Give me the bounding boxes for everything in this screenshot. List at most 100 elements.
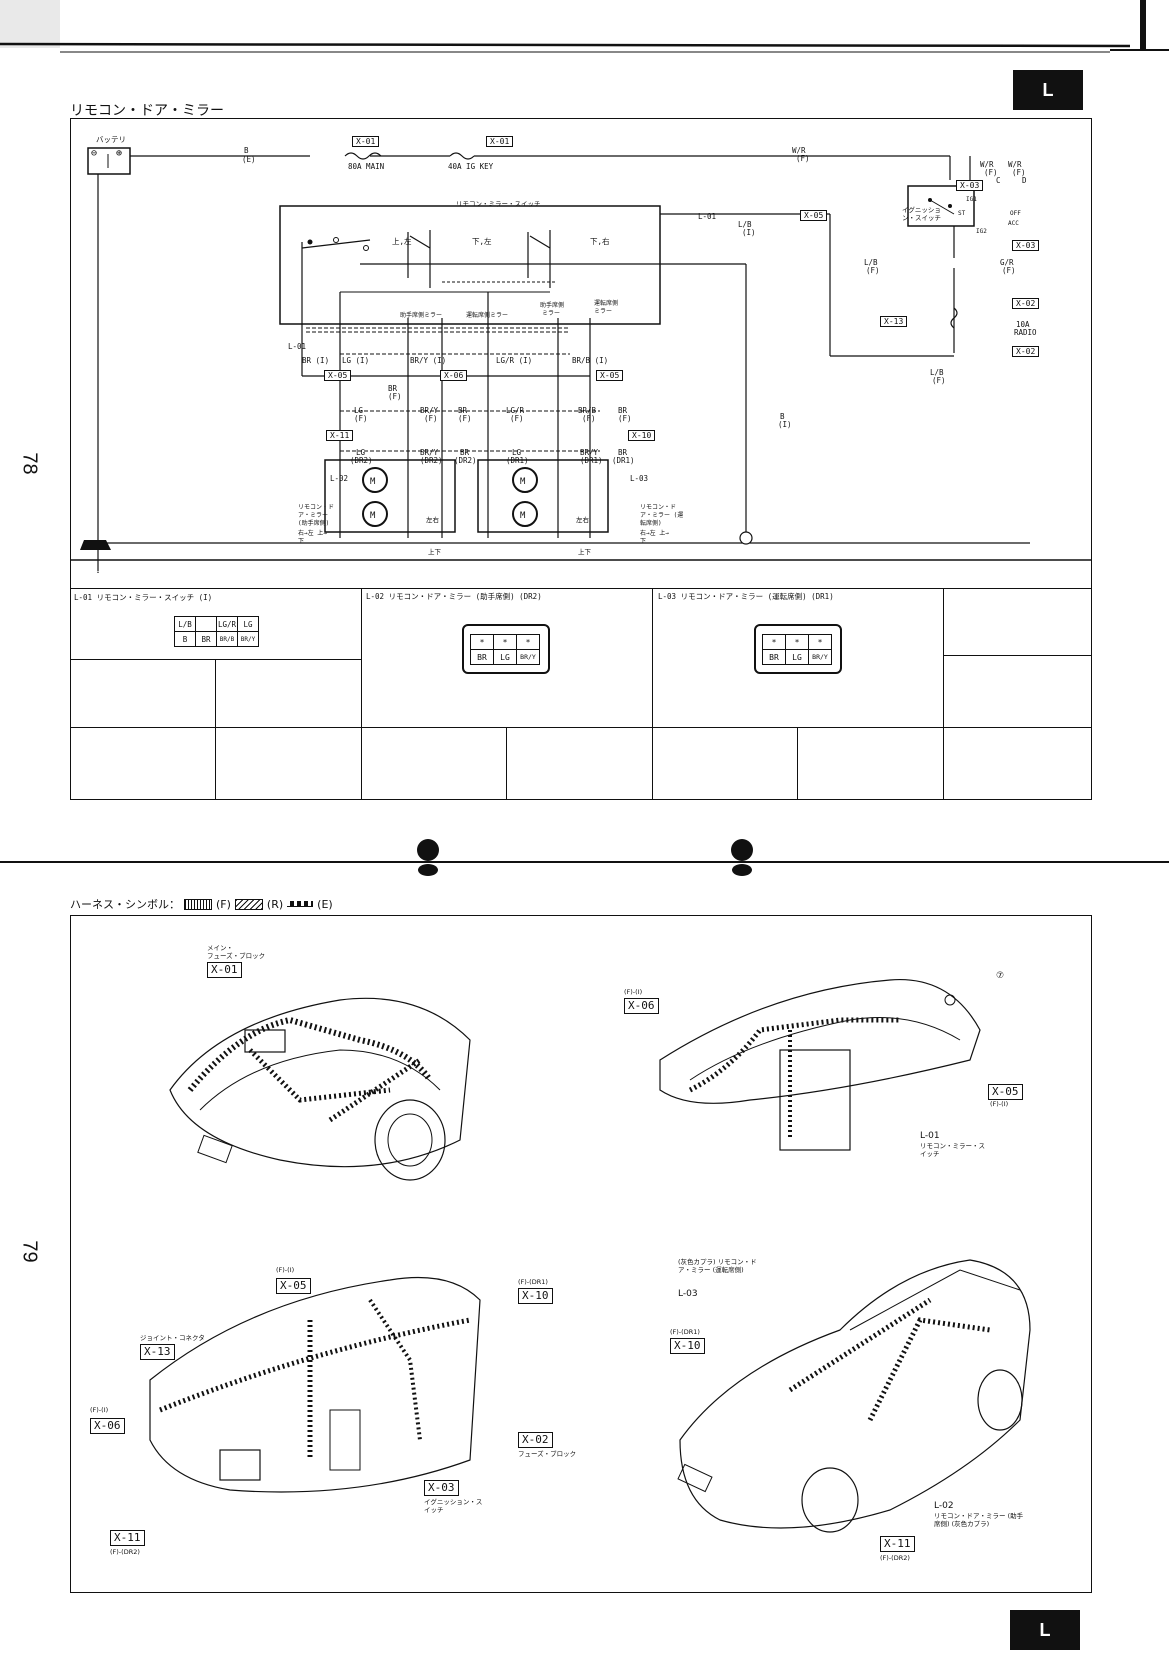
x06-box: X-06: [440, 370, 468, 381]
w-lgr-f: (F): [510, 414, 524, 423]
page-number-79: 79: [18, 1240, 41, 1263]
switch-name: リモコン・ミラー・スイッチ: [456, 200, 541, 208]
sw-up-left: 上,左: [392, 237, 412, 246]
wire-lb-3: L/B: [930, 368, 944, 377]
ground-car-icon: [80, 540, 111, 550]
ign-name: イグニッション・スイッチ: [902, 206, 941, 222]
svg-text:M: M: [520, 477, 526, 487]
w-b: B: [780, 412, 785, 421]
v2-x06-sub: (F)-(I): [624, 988, 643, 996]
motor-4: [512, 501, 538, 527]
d-bry: BR/Y: [420, 448, 439, 457]
motor-2: [362, 501, 388, 527]
l02-label: L-02: [330, 474, 349, 483]
legend-r: (R): [266, 897, 284, 911]
full-car-view: [677, 1259, 1031, 1533]
x05-box-b: X-05: [596, 370, 624, 381]
ign-wr-1: W/R: [980, 160, 994, 169]
v3-x13-box: X-13: [140, 1344, 175, 1360]
x13-box: X-13: [880, 316, 908, 327]
v4-x10-box: X-10: [670, 1338, 705, 1354]
w-bry: BR/Y: [420, 406, 439, 415]
wire-wr-sub: (F): [796, 154, 810, 163]
lr-2: 左右: [576, 516, 589, 524]
v1-x01-name-1: メイン・: [207, 944, 233, 952]
ign-c: C: [996, 176, 1001, 185]
wire-lb-sub: (I): [742, 228, 756, 237]
l03-connector: * * * BR LG BR/Y: [754, 624, 842, 674]
v4-x11-sub: (F)-(DR2): [880, 1554, 910, 1562]
d-lg-2-s: (DR1): [506, 456, 529, 465]
d-lg-2: LG: [512, 448, 522, 457]
v4-l02-name: リモコン・ドア・ミラー (助手席側) (灰色カプラ): [934, 1512, 1024, 1528]
ign-wr-2: W/R: [1008, 160, 1022, 169]
ign-st: ST: [958, 210, 966, 217]
battery-plus: ⊕: [116, 148, 123, 159]
fuse-80a-label: 80A MAIN: [348, 162, 385, 171]
br-f: BR: [388, 384, 398, 393]
l02-title: L-02 リモコン・ドア・ミラー (助手席側) (DR2): [366, 592, 542, 601]
v3-x02-box: X-02: [518, 1432, 553, 1448]
ud-2: 上下: [578, 548, 591, 556]
sw-pass-sel: 助手席側: [540, 302, 565, 309]
svg-text:M: M: [370, 511, 376, 521]
legend-e: (E): [317, 897, 333, 911]
dashboard-view: [659, 978, 981, 1151]
x02-box-2: X-02: [1012, 346, 1040, 357]
x01-box-1: X-01: [352, 136, 380, 147]
x03-box-1: X-03: [956, 180, 984, 191]
d-br-2-s: (DR1): [612, 456, 635, 465]
d-br-2: BR: [618, 448, 628, 457]
v3-x02-name: フューズ・ブロック: [518, 1450, 577, 1458]
sw-pass-sel-2: ミラー: [542, 310, 561, 317]
v4-l02: L-02: [934, 1501, 954, 1511]
d-bry-s: (DR2): [420, 456, 443, 465]
v1-x01-name-2: フューズ・ブロック: [207, 952, 266, 960]
wire-lb: L/B: [738, 220, 752, 229]
l01-pin-grid: L/B LG/R LG B BR BR/B BR/Y: [174, 616, 259, 648]
w-br2-f: (F): [618, 414, 632, 423]
sw-drv-sel: 運転席側: [594, 300, 619, 307]
fuse-40a-label: 40A IG KEY: [448, 162, 494, 171]
engine-bay-view: [169, 997, 471, 1181]
fuse-40a: [449, 152, 475, 160]
battery-minus: ⊖: [91, 148, 98, 159]
connector-table: L-01 リモコン・ミラー・スイッチ (I) L-02 リモコン・ドア・ミラー …: [70, 588, 1092, 800]
d-br-s: (DR2): [454, 456, 477, 465]
wire-lb-2-sub: (F): [866, 266, 880, 275]
section-tab-top: L: [1013, 70, 1083, 110]
sw-down-left-1: 下,左: [472, 237, 492, 246]
x10-box: X-10: [628, 430, 656, 441]
d-lg: LG: [356, 448, 366, 457]
mirror-pass-dir: 右→左 上→下: [298, 530, 327, 545]
conn-lgr-i: LG/R (I): [496, 356, 533, 365]
v3-x11-box: X-11: [110, 1530, 145, 1546]
x11-box: X-11: [326, 430, 354, 441]
v4-l03: L-03: [678, 1289, 698, 1299]
v4-x11-box: X-11: [880, 1536, 915, 1552]
v3-jc-name: ジョイント・コネクタ: [140, 1334, 205, 1342]
l03-label: L-03: [630, 474, 649, 483]
v2-l01: L-01: [920, 1131, 940, 1141]
wire-b: B: [244, 146, 249, 155]
v2-x06-box: X-06: [624, 998, 659, 1014]
sw-driver-mirror: 運転席側ミラー: [466, 312, 509, 319]
d-bry-2: BR/Y: [580, 448, 599, 457]
v2-x05-sub: (F)-(I): [990, 1100, 1009, 1108]
ign-f-1: (F): [984, 168, 998, 177]
x05-box-a: X-05: [324, 370, 352, 381]
d-br: BR: [460, 448, 470, 457]
ign-d: D: [1022, 176, 1027, 185]
l01-right: L-01: [698, 212, 717, 221]
wire-wr: W/R: [792, 146, 806, 155]
x02-box-1: X-02: [1012, 298, 1040, 309]
ign-ig2: IG2: [976, 228, 987, 235]
ign-off: OFF: [1010, 210, 1021, 217]
v3-x06-sub: (F)-(I): [90, 1406, 109, 1414]
l02-connector: * * * BR LG BR/Y: [462, 624, 550, 674]
v3-x05-sub: (F)-(I): [276, 1266, 295, 1274]
mirror-switch-box: [279, 205, 661, 325]
mirror-drv-dir: 右→左 上→下: [640, 530, 669, 545]
br-f-sub: (F): [388, 392, 402, 401]
motor-1: [362, 467, 388, 493]
